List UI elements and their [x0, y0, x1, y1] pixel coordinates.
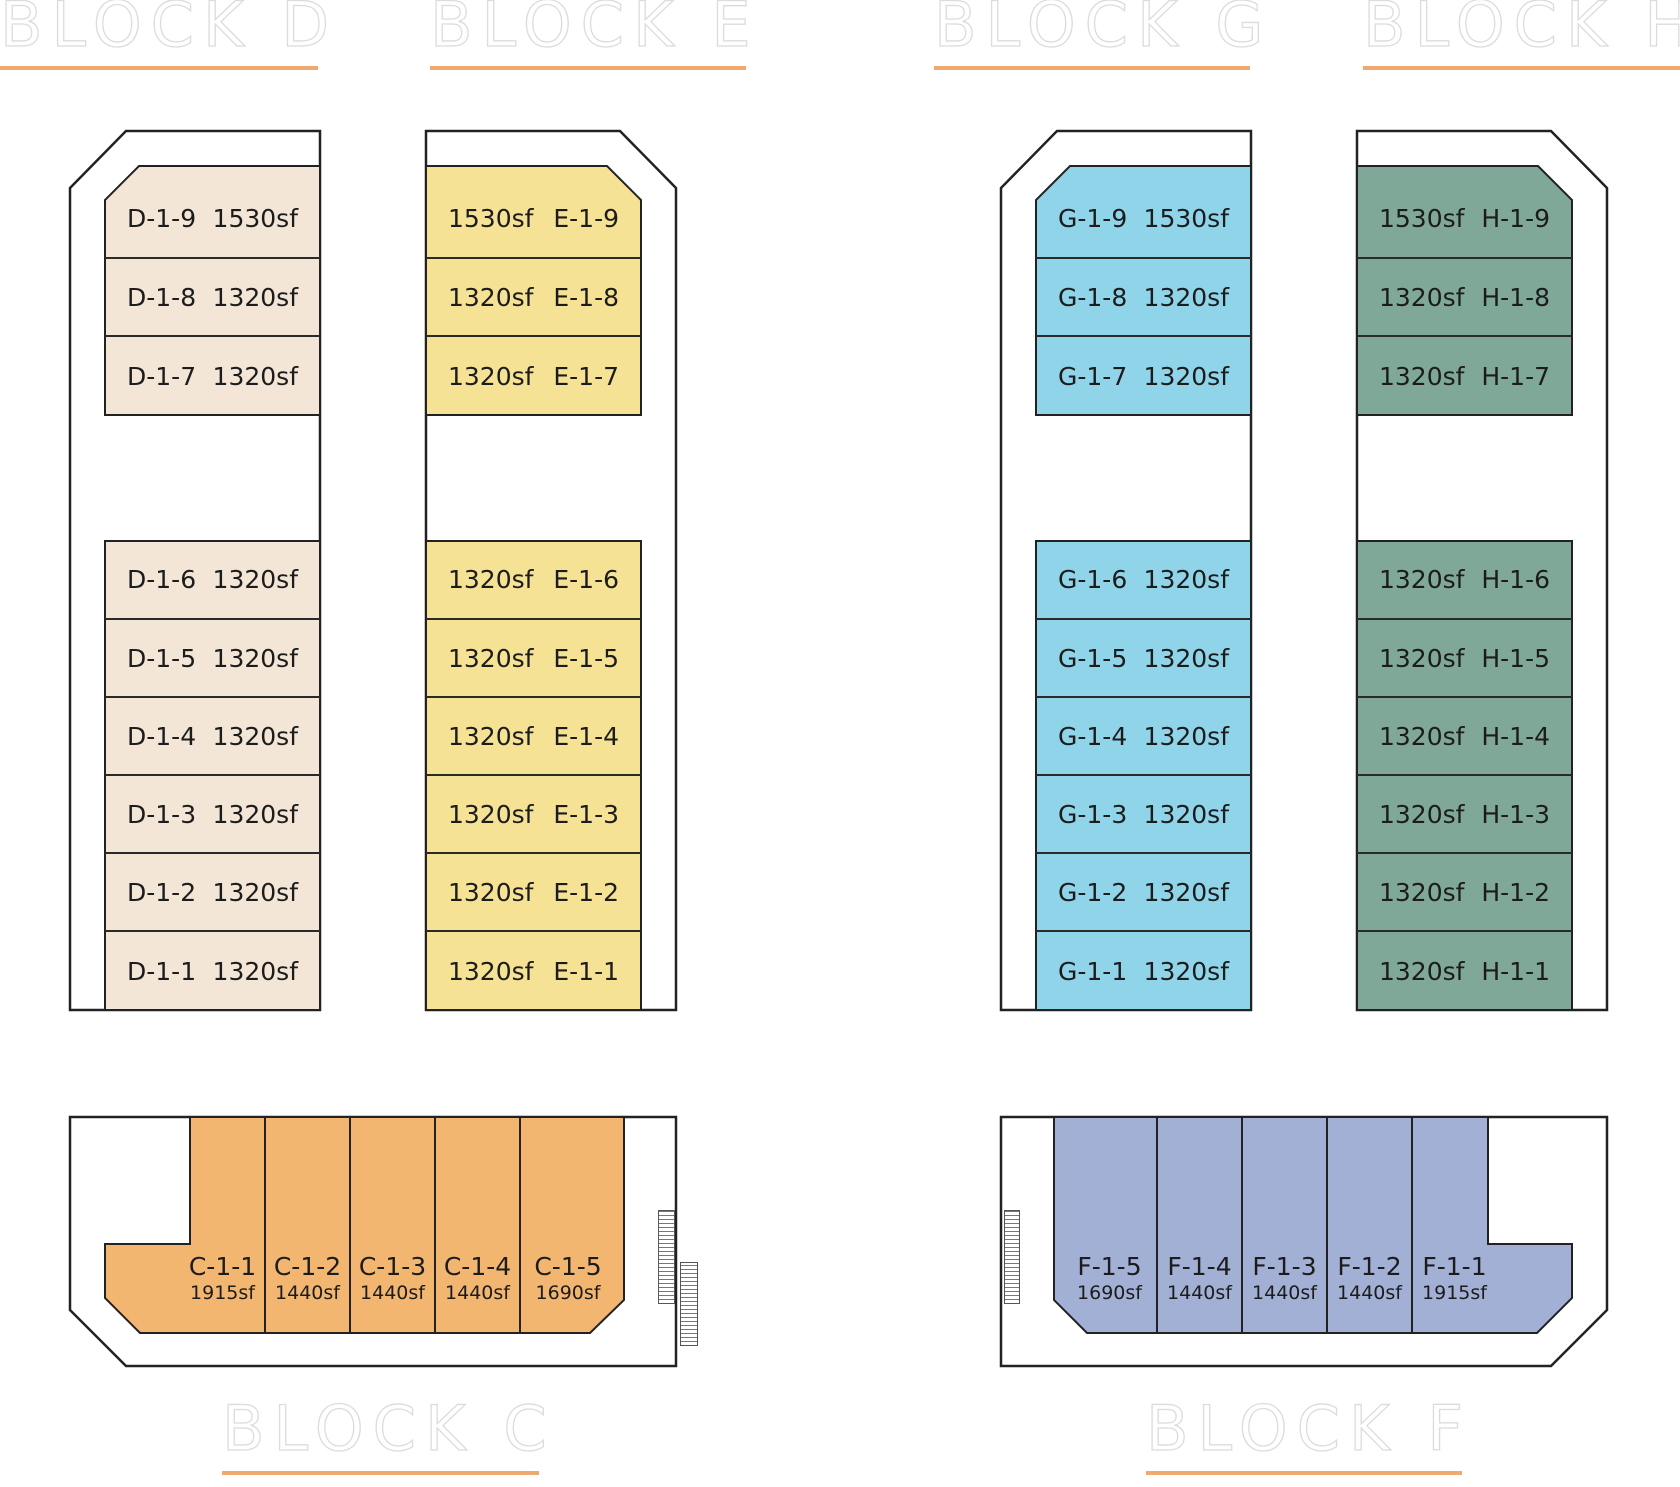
- block-c-building: [104, 1116, 625, 1334]
- block-c-underline: [222, 1471, 539, 1475]
- block-f-stair: [1004, 1210, 1020, 1304]
- block-f-underline: [1146, 1471, 1462, 1475]
- block-d-upper-bg: [104, 165, 321, 416]
- block-g-title: BLOCK G: [933, 0, 1273, 61]
- block-c-stair-1: [658, 1210, 675, 1304]
- block-c-stair-2: [680, 1262, 698, 1346]
- block-e-title: BLOCK E: [429, 0, 760, 61]
- block-d-title: BLOCK D: [0, 0, 339, 61]
- block-h-underline: [1363, 66, 1680, 70]
- block-d-underline: [0, 66, 318, 70]
- block-f-lot-outline: [999, 1115, 1609, 1368]
- block-e-upper-bg: [425, 165, 642, 416]
- block-g-underline: [934, 66, 1250, 70]
- block-g-upper-bg: [1035, 165, 1252, 416]
- block-h-title: BLOCK H: [1362, 0, 1680, 61]
- block-e-underline: [430, 66, 746, 70]
- block-h-upper-bg: [1356, 165, 1573, 416]
- block-f-building: [1053, 1116, 1573, 1334]
- block-c-title: BLOCK C: [221, 1392, 556, 1465]
- block-f-title: BLOCK F: [1145, 1392, 1472, 1465]
